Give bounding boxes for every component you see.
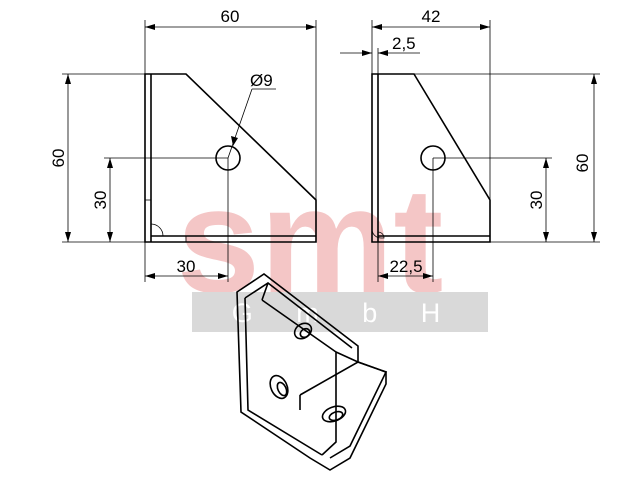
arrowhead xyxy=(145,273,155,279)
front-hole-offset-label: 30 xyxy=(177,257,196,276)
iso-rib-edge xyxy=(335,351,359,363)
side-depth-label: 42 xyxy=(422,7,441,26)
iso-hole-2 xyxy=(269,374,289,400)
iso-hole-2-inner xyxy=(276,381,288,397)
arrowhead xyxy=(362,50,372,56)
arrowhead xyxy=(107,232,113,242)
arrowhead xyxy=(306,24,316,30)
iso-hole-3 xyxy=(321,405,347,423)
iso-hole-3-inner xyxy=(328,410,344,422)
front-view: 60 60 30 30 Ø9 xyxy=(49,7,317,282)
arrowhead xyxy=(543,232,549,242)
diameter-leader xyxy=(227,88,253,159)
front-outline xyxy=(144,73,317,243)
arrowhead xyxy=(65,74,71,84)
arrowhead xyxy=(218,273,228,279)
front-bend-radius xyxy=(150,223,164,237)
arrowhead xyxy=(423,273,433,279)
side-hole-offset-label: 22,5 xyxy=(389,257,422,276)
iso-outer-contour xyxy=(236,273,387,471)
arrowhead xyxy=(65,232,71,242)
side-view: 42 2,5 60 30 22,5 xyxy=(340,7,600,282)
watermark-band xyxy=(192,292,488,332)
hole-diameter-label: Ø9 xyxy=(250,71,273,90)
iso-plate-left-edge xyxy=(244,297,323,456)
arrowhead xyxy=(145,24,155,30)
front-hole-height-label: 30 xyxy=(91,191,110,210)
side-outline xyxy=(371,73,491,243)
side-hole-height-label: 30 xyxy=(527,191,546,210)
arrowhead xyxy=(591,232,597,242)
side-bend-detail xyxy=(371,227,385,239)
iso-hole-1-inner xyxy=(299,327,311,339)
front-height-label: 60 xyxy=(49,149,68,168)
iso-bottom-plate xyxy=(299,361,388,459)
arrowhead xyxy=(378,50,388,56)
arrowhead xyxy=(372,24,382,30)
arrowhead xyxy=(231,136,238,146)
arrowhead xyxy=(378,273,388,279)
front-width-label: 60 xyxy=(221,7,240,26)
side-thickness-label: 2,5 xyxy=(392,34,416,53)
arrowhead xyxy=(107,158,113,168)
arrowhead xyxy=(543,158,549,168)
arrowhead xyxy=(480,24,490,30)
isometric-view xyxy=(236,273,388,471)
side-height-label: 60 xyxy=(573,154,592,173)
watermark: smt G m b H xyxy=(177,156,488,332)
arrowhead xyxy=(591,74,597,84)
iso-front-corner xyxy=(261,282,269,301)
